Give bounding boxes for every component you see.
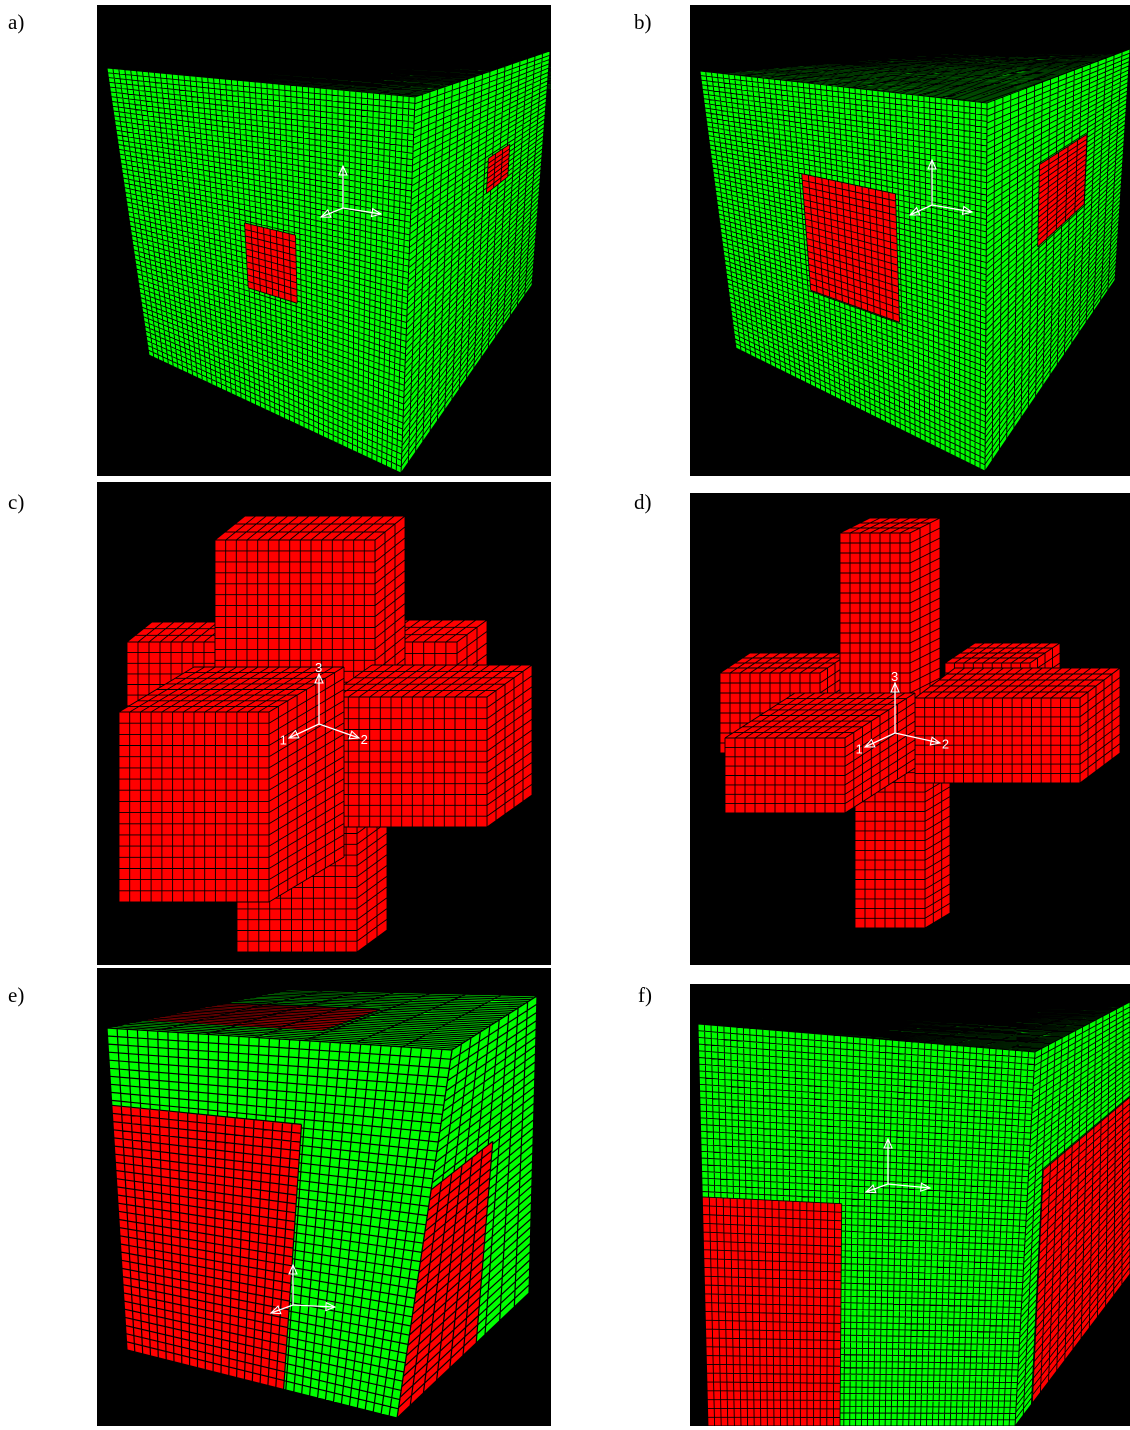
mesh-render-b [699,48,1130,472]
axis-triad: 3 2 1 [280,660,368,748]
arm-top-top [839,517,941,534]
arm-right-top [914,667,1121,699]
viewport-b [690,5,1130,476]
viewport-e [97,968,551,1426]
mesh-render-c: 3 2 1 [118,515,533,953]
inclusion-patch-right [1037,133,1088,248]
arm-front-side [844,692,916,814]
axis-label-3: 3 [315,660,322,675]
arm-top-side [909,517,941,734]
panel-label-c: c) [8,490,25,514]
axis-triad [908,158,974,216]
viewport-c: 3 2 1 [97,482,551,965]
axis-label-2: 2 [361,732,368,747]
inclusion-right [1031,1096,1130,1404]
viewport-f [690,984,1130,1426]
axis-label-1: 1 [856,742,863,757]
arm-back-right-top [944,642,1061,664]
panel-label-a: a) [8,10,25,34]
inclusion-top [142,1002,381,1032]
arm-right-side [486,664,533,828]
arm-front-top [724,692,916,739]
arm-bottom-side [356,789,388,953]
inclusion-front [701,1196,843,1426]
arm-top-top [214,515,406,541]
axis-triad: 3 2 1 [856,669,950,757]
viewport-d: 3 2 1 [690,493,1130,965]
cube-right-face [984,48,1130,472]
inclusion-patch-front [244,222,298,304]
arm-right-front [326,696,488,828]
inclusion-patch-right [485,143,511,194]
axis-triad [864,1137,932,1194]
arm-right-top [326,664,533,698]
arm-bottom-front [854,762,926,929]
inclusion-front [111,1104,303,1390]
inclusion-patch-front [801,173,900,323]
arm-front-front [724,737,846,814]
viewport-a [97,5,551,476]
axis-triad [319,164,383,218]
axis-label-1: 1 [280,733,287,748]
cube-top-face [697,1001,1130,1053]
panel-label-e: e) [8,983,25,1007]
panel-label-b: b) [634,10,652,34]
mesh-render-a [106,50,551,474]
mesh-render-d: 3 2 1 [719,517,1121,929]
arm-right-front [914,697,1081,784]
cube-right-face [400,50,551,474]
axis-label-2: 2 [942,736,949,751]
axis-label-3: 3 [891,669,898,684]
arm-left-top [719,652,851,674]
mesh-render-f [697,1001,1130,1426]
panel-label-d: d) [634,490,652,514]
axis-triad [269,1263,337,1315]
arm-front-front [118,711,270,903]
arm-top-front [839,532,911,734]
mesh-render-e [106,989,538,1419]
panel-label-f: f) [638,983,652,1007]
